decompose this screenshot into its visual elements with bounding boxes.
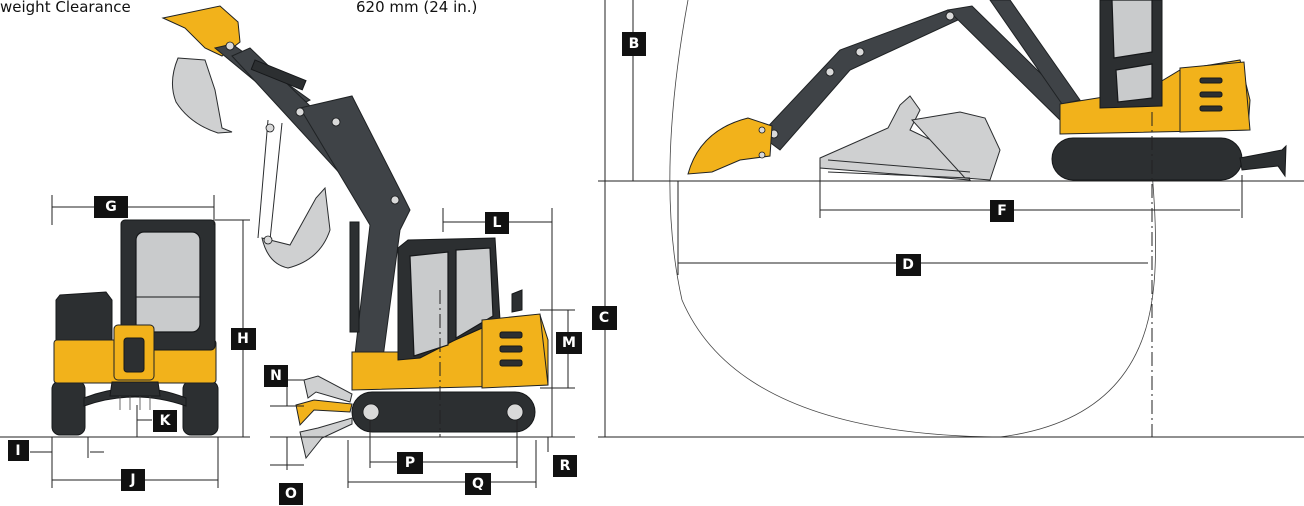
header-label: weight Clearance [0, 0, 131, 16]
range-dimensions [598, 0, 1304, 438]
label-M: M [556, 332, 582, 354]
label-K: K [153, 410, 177, 432]
front-view-body [53, 219, 217, 410]
label-R: R [553, 455, 577, 477]
range-bucket [687, 117, 773, 175]
svg-text:N: N [270, 368, 282, 384]
label-H: H [231, 328, 256, 350]
svg-text:H: H [237, 331, 249, 347]
label-O: O [279, 483, 303, 505]
svg-text:C: C [599, 310, 609, 326]
label-B: B [622, 32, 646, 56]
side-view-dimensions [270, 208, 575, 488]
label-C: C [592, 306, 617, 330]
label-L: L [485, 212, 509, 234]
ghost-bucket-raised [172, 57, 331, 269]
label-Q: Q [465, 473, 491, 495]
svg-text:J: J [129, 472, 135, 488]
svg-text:G: G [105, 199, 117, 215]
svg-text:Q: Q [472, 476, 484, 492]
svg-text:M: M [562, 335, 576, 351]
label-N: N [264, 365, 288, 387]
label-D: D [896, 254, 921, 276]
svg-text:F: F [997, 203, 1007, 219]
svg-text:D: D [902, 257, 914, 273]
side-view-arm [161, 5, 411, 381]
svg-text:L: L [493, 215, 502, 231]
label-G: G [94, 196, 128, 218]
svg-text:B: B [629, 36, 640, 52]
svg-text:O: O [285, 486, 297, 502]
label-F: F [990, 200, 1014, 222]
side-view-body [351, 237, 549, 433]
label-I: I [8, 440, 29, 461]
label-P: P [397, 452, 423, 474]
range-machine [1051, 0, 1287, 181]
header-value: 620 mm (24 in.) [356, 0, 478, 16]
range-ghost-bucket [819, 95, 1001, 181]
front-view [0, 195, 250, 488]
side-view-blade [295, 375, 353, 460]
side-view [161, 5, 575, 488]
svg-text:R: R [560, 458, 571, 474]
range-arm [759, 0, 1119, 151]
label-J: J [121, 469, 145, 491]
svg-text:K: K [160, 413, 172, 429]
working-range-view [598, 0, 1304, 438]
svg-text:P: P [405, 455, 415, 471]
svg-text:I: I [15, 443, 20, 459]
